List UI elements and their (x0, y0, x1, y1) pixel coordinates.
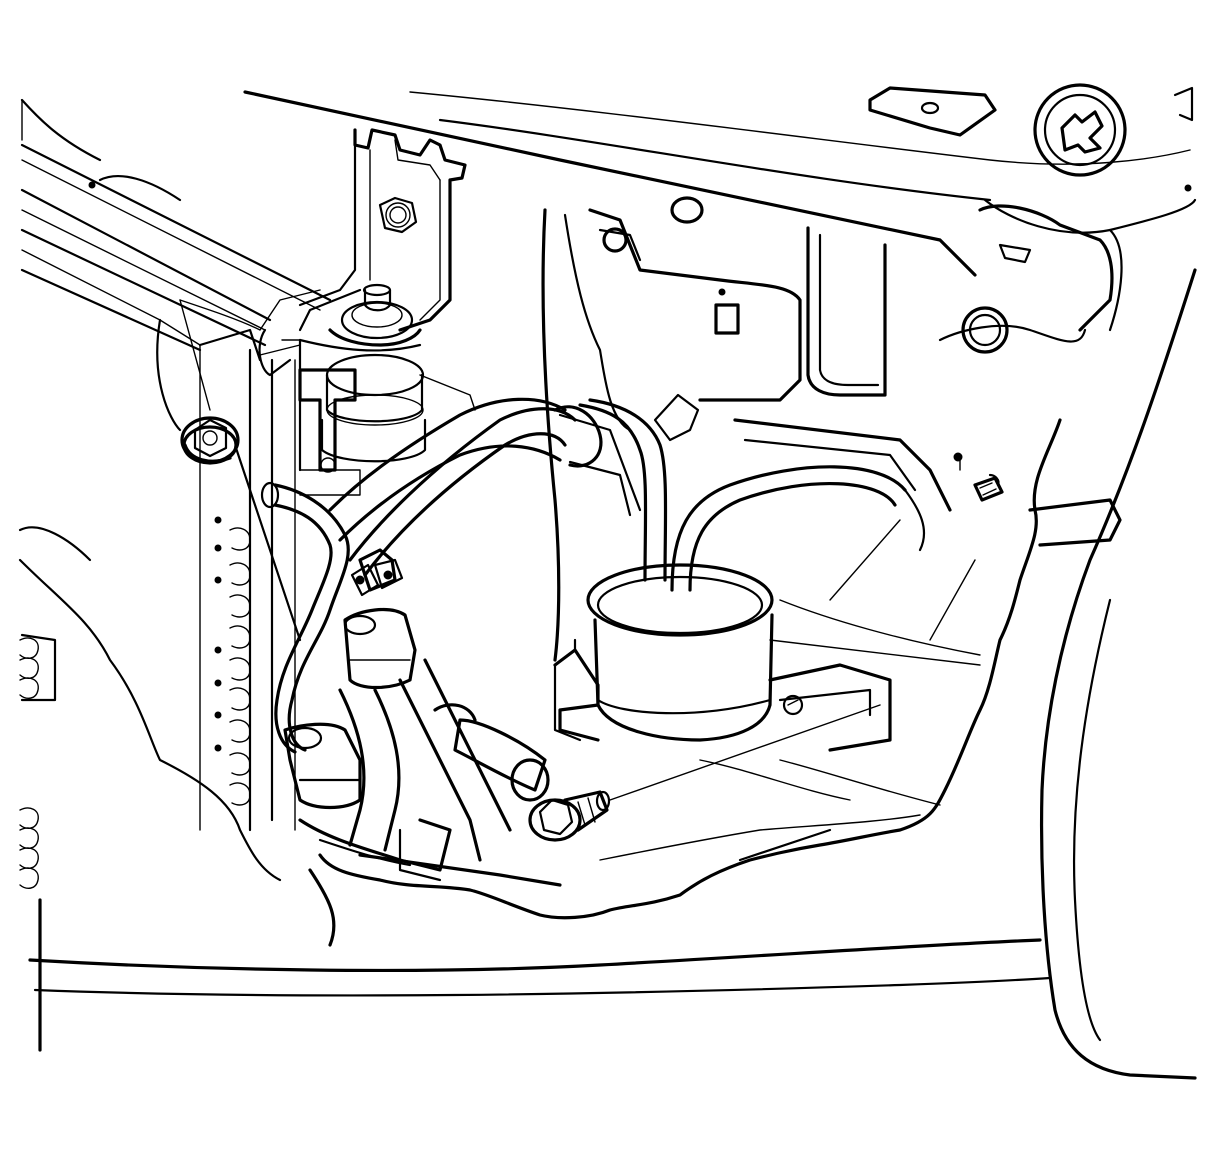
lower-components (298, 818, 562, 947)
canister-bracket (553, 638, 892, 752)
canister-mounting-bolt (528, 704, 881, 842)
isolator-nut (328, 283, 422, 347)
bracket-bolt (378, 196, 418, 234)
accumulator-canister (578, 398, 925, 742)
stud (973, 473, 1004, 502)
transmission-cooler-lines (260, 407, 577, 862)
hood-details (868, 83, 1194, 192)
mounting-bracket (298, 128, 467, 332)
radiator-core (19, 348, 296, 889)
insulator-stack (258, 328, 476, 496)
inner-fender-panel (318, 196, 1122, 920)
body-panel (18, 90, 1197, 1080)
coolant-hose (328, 397, 642, 802)
isolator-grommet (179, 299, 302, 642)
